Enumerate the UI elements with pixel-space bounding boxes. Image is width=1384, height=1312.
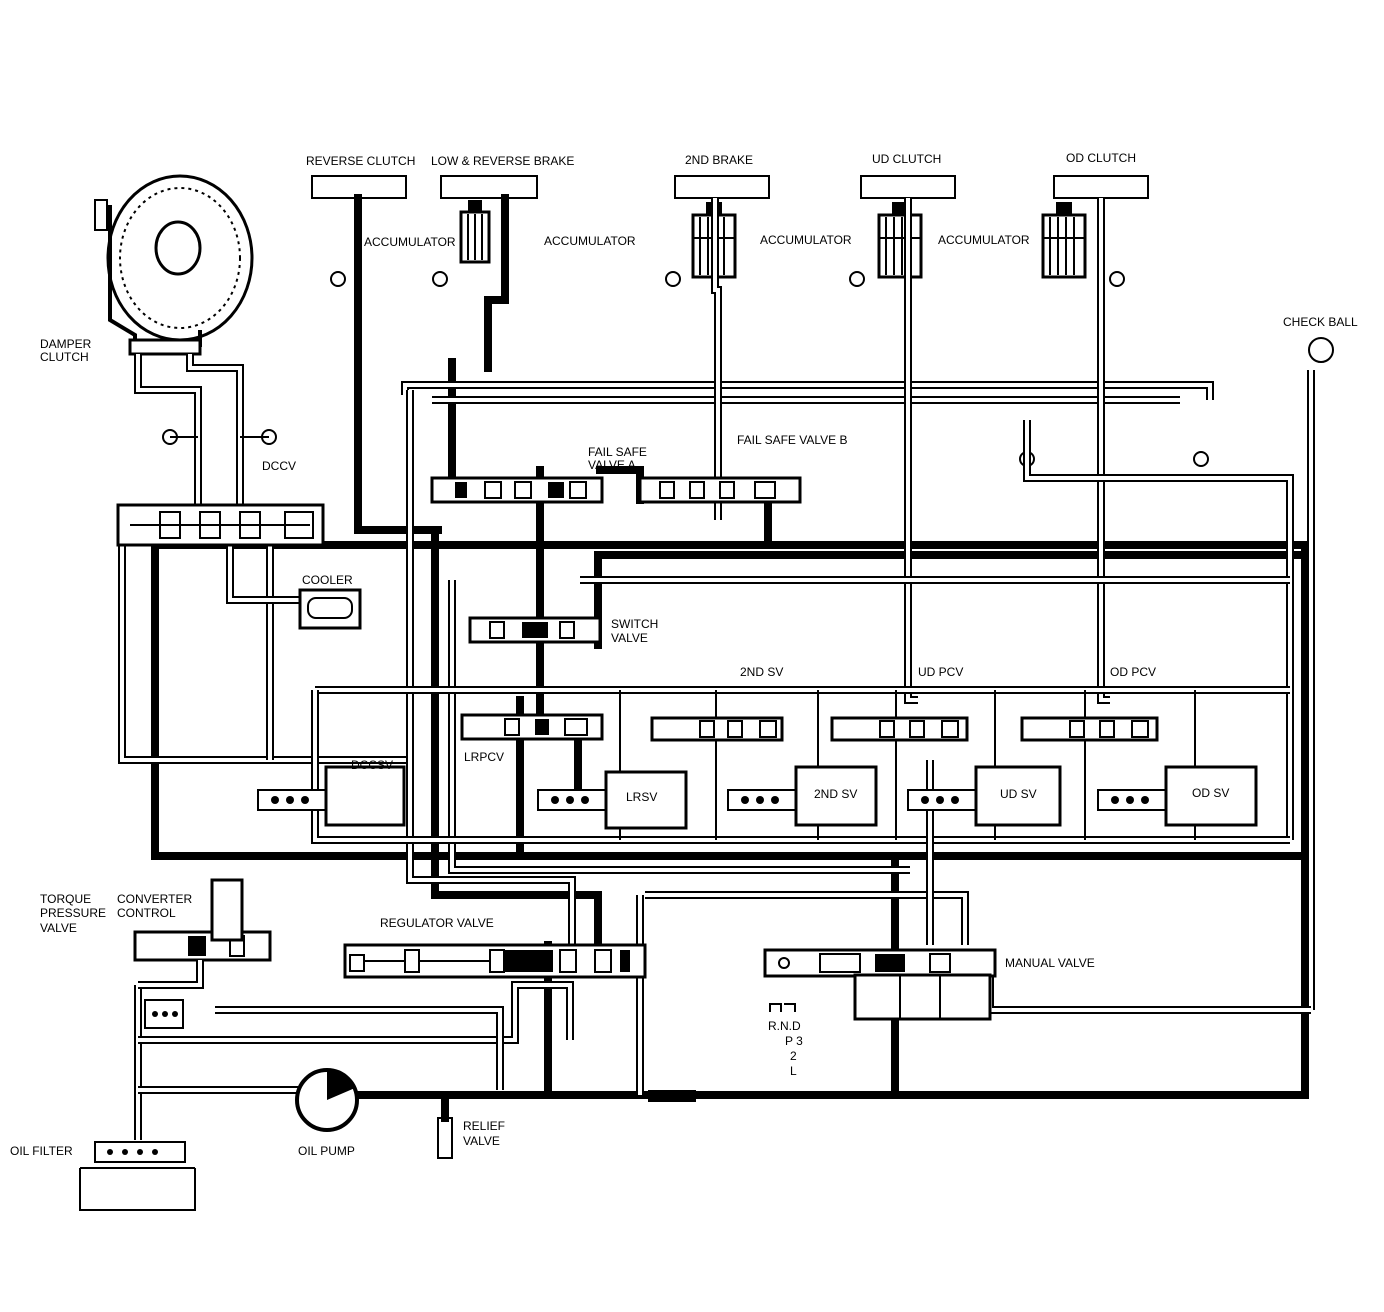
fail-safe-a-label: FAIL SAFE: [588, 445, 647, 459]
dccv-label: DCCV: [262, 459, 296, 473]
od-sv-label: OD SV: [1192, 786, 1229, 800]
ud-pcv-label: UD PCV: [918, 665, 963, 679]
second-sv-top-label: 2ND SV: [740, 665, 783, 679]
ud-clutch-box: [860, 175, 956, 199]
converter-control-label: CONTROL: [117, 906, 176, 920]
torque-pressure-valve-label: VALVE: [40, 921, 77, 935]
range-label: L: [790, 1064, 797, 1078]
spool-valves: [116, 476, 1258, 1021]
clutch-boxes: [311, 175, 1149, 199]
lrsv-label: LRSV: [626, 790, 657, 804]
fail-safe-valve-b: [638, 476, 802, 504]
od-clutch-label: OD CLUTCH: [1066, 151, 1136, 165]
range-symbol: [769, 1003, 796, 1012]
lrpcv-valve: [460, 713, 604, 741]
dccv-valve: [116, 503, 325, 547]
dccsv-solenoid: [257, 765, 406, 827]
line-pressure-passages: [151, 194, 1309, 1102]
regulator-valve-label: REGULATOR VALVE: [380, 916, 494, 930]
second-sv-solenoid: [727, 765, 878, 827]
damper-clutch-label: CLUTCH: [40, 350, 89, 364]
manual-valve-label: MANUAL VALVE: [1005, 956, 1095, 970]
accumulator-label: ACCUMULATOR: [760, 233, 852, 247]
switch-valve: [468, 616, 602, 644]
od-sv-solenoid: [1097, 765, 1258, 827]
double-wall-passages: [118, 198, 1315, 1095]
manual-valve: [763, 948, 997, 1021]
oil-supply-circuit: [79, 960, 574, 1211]
low-reverse-brake-box: [440, 175, 538, 199]
fail-safe-valve-a: [430, 476, 604, 504]
accumulator-icon: [459, 200, 491, 264]
range-label: P 3: [785, 1034, 803, 1048]
cooler-label: COOLER: [302, 573, 353, 587]
torque-pressure-valve-label: PRESSURE: [40, 906, 106, 920]
ud-sv-label: UD SV: [1000, 787, 1037, 801]
reverse-clutch-label: REVERSE CLUTCH: [306, 154, 415, 168]
check-ball-label: CHECK BALL: [1283, 315, 1358, 329]
second-sv-label: 2ND SV: [814, 787, 857, 801]
ud-sv-solenoid: [907, 765, 1062, 827]
oil-filter-label: OIL FILTER: [10, 1144, 73, 1158]
ud-pcv-valve: [830, 716, 969, 742]
second-pcv-valve: [650, 716, 784, 742]
ud-clutch-label: UD CLUTCH: [872, 152, 941, 166]
cooler: [298, 588, 362, 630]
od-pcv-valve: [1020, 716, 1159, 742]
second-brake-box: [674, 175, 770, 199]
second-brake-label: 2ND BRAKE: [685, 153, 753, 167]
lrsv-solenoid: [537, 770, 688, 830]
labels: REVERSE CLUTCH LOW & REVERSE BRAKE 2ND B…: [10, 151, 1358, 1158]
range-label: 2: [790, 1049, 797, 1063]
dccsv-label: DCCSV: [351, 758, 393, 772]
valve-bay-dividers: [619, 690, 1196, 840]
regulator-valve: [343, 943, 647, 979]
torque-pressure-valve: [133, 878, 272, 962]
fail-safe-a-label: VALVE A: [588, 458, 636, 472]
range-label: R.N.D: [768, 1019, 801, 1033]
oil-pump-label: OIL PUMP: [298, 1144, 355, 1158]
converter-control-label: CONVERTER: [117, 892, 192, 906]
fail-safe-b-label: FAIL SAFE VALVE B: [737, 433, 848, 447]
accumulator-label: ACCUMULATOR: [544, 234, 636, 248]
accumulator-label: ACCUMULATOR: [938, 233, 1030, 247]
accumulator-label: ACCUMULATOR: [364, 235, 456, 249]
lrpcv-label: LRPCV: [464, 750, 504, 764]
od-pcv-label: OD PCV: [1110, 665, 1156, 679]
damper-clutch-assembly: [94, 174, 269, 520]
accumulator-icon: [877, 202, 923, 279]
switch-valve-label: SWITCH: [611, 617, 658, 631]
od-clutch-box: [1053, 175, 1149, 199]
switch-valve-label: VALVE: [611, 631, 648, 645]
low-reverse-brake-label: LOW & REVERSE BRAKE: [431, 154, 574, 168]
damper-clutch-label: DAMPER: [40, 337, 92, 351]
torque-pressure-valve-label: TORQUE: [40, 892, 91, 906]
relief-valve-label: RELIEF: [463, 1119, 505, 1133]
accumulator-icon: [1041, 202, 1087, 279]
relief-valve-label: VALVE: [463, 1134, 500, 1148]
